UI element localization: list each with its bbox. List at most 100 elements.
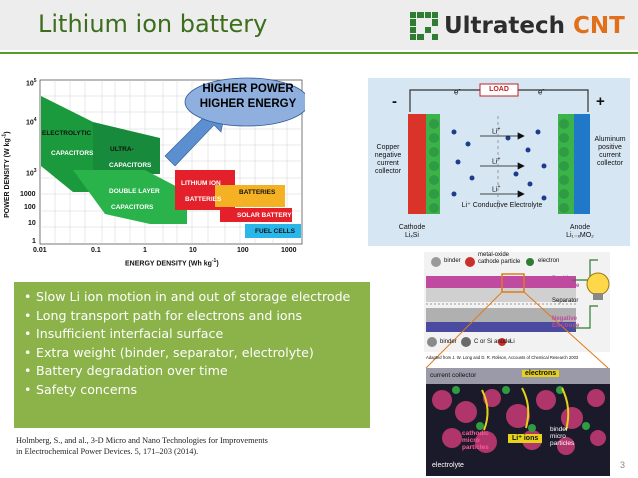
aluminum-collector: [574, 114, 590, 214]
negative-label-2: Electrode: [552, 323, 580, 329]
x-tick-1000: 1000: [281, 247, 297, 254]
binder-micro-label-1: binder: [550, 426, 569, 433]
ultra-capacitor-region: [93, 122, 160, 174]
electrolyte-micro-label: electrolyte: [432, 462, 464, 469]
logo-cnt: CNT: [573, 13, 625, 39]
list-item: Extra weight (binder, separator, electro…: [24, 344, 362, 363]
slide-title: Lithium ion battery: [38, 10, 268, 38]
list-item: Insufficient interfacial surface: [24, 325, 362, 344]
double-layer-region: [73, 170, 187, 224]
li-ion-1-sup: +: [497, 126, 501, 132]
plus-terminal: +: [596, 93, 605, 110]
minus-terminal: -: [392, 93, 397, 110]
y-tick-1e5-base: 10: [26, 80, 34, 88]
electron-right-sup: -: [542, 87, 545, 93]
anode-label-2: Li₁₋ₓMO₂: [566, 232, 594, 239]
x-tick-100: 100: [237, 247, 249, 254]
ultra-label-1: ULTRA-: [110, 146, 134, 153]
metal-oxide-legend-1: metal-oxide: [478, 252, 510, 258]
electrolytic-label-1: ELECTROLYTIC: [42, 130, 92, 137]
header-divider: [0, 52, 638, 54]
li-ion-2-text: Li: [492, 158, 498, 166]
anode-label: Anode Li₁₋ₓMO₂: [554, 224, 606, 240]
copper-collector: [408, 114, 426, 214]
ultra-label-2: CAPACITORS: [109, 162, 152, 169]
y-tick-1e3: 103: [26, 168, 37, 177]
batteries-region: [215, 185, 285, 207]
y-tick-1e3-exp: 3: [33, 168, 37, 174]
ultratech-logo: Ultratech CNT: [410, 9, 625, 43]
li-ion-3-sup: +: [497, 184, 501, 190]
li-ion-cell-diagram: e- e- LOAD - + Copper negative current c…: [368, 78, 630, 246]
li-ion-1-text: Li: [492, 128, 498, 136]
lightbulb-icon: [586, 272, 610, 296]
lithium-ion-label-2: BATTERIES: [185, 196, 222, 203]
load-label: LOAD: [489, 86, 509, 93]
electrolytic-label-2: CAPACITORS: [51, 150, 94, 157]
y-tick-10: 10: [28, 220, 36, 227]
y-tick-1e4-base: 10: [26, 119, 34, 127]
binder-particles-label: binder micro particles: [550, 426, 574, 447]
adapted-credit: Adapted from J. W. Long and D. R. Roliso…: [426, 355, 579, 360]
aluminum-label: Aluminum positive current collector: [590, 136, 630, 168]
copper-label-1: Copper: [376, 144, 400, 151]
electron-right-text: e: [538, 87, 543, 97]
electrode-structure-diagram: binder metal-oxide cathode particle elec…: [422, 250, 612, 476]
citation-line-2: in Electrochemical Power Devices. 5, 171…: [16, 446, 199, 456]
current-collector-label: current collector: [430, 372, 477, 379]
aluminum-label-4: collector: [596, 160, 624, 167]
x-tick-10: 10: [189, 247, 197, 254]
list-item: Long transport path for electrons and io…: [24, 307, 362, 326]
y-tick-1: 1: [32, 238, 36, 245]
solar-battery-region: [220, 208, 292, 222]
aluminum-label-1: Aluminum: [594, 136, 626, 143]
y-tick-1e5-exp: 5: [33, 78, 37, 84]
aluminum-label-2: positive: [598, 144, 622, 151]
double-layer-label-1: DOUBLE LAYER: [109, 188, 160, 195]
batteries-label: BATTERIES: [239, 189, 276, 196]
copper-label-3: current: [377, 160, 399, 167]
citation-line-1: Holmberg, S., and al., 3-D Micro and Nan…: [16, 436, 268, 445]
arrow-label-bubble: [184, 77, 305, 127]
negative-label-1: Negative: [552, 316, 578, 322]
electrons-label: electrons: [522, 370, 560, 377]
citation: Holmberg, S., and al., 3-D Micro and Nan…: [16, 436, 366, 457]
electron-legend: electron: [538, 258, 560, 264]
positive-electrode-label: Positive Electrode: [552, 276, 579, 290]
arrow-label-line2: HIGHER ENERGY: [199, 98, 297, 110]
copper-label-2: negative: [374, 152, 402, 159]
separator-label: Separator: [552, 298, 579, 304]
binder-micro-label-2: micro: [550, 433, 566, 440]
electrolytic-region: [41, 96, 93, 192]
y-tick-1e5: 105: [26, 78, 37, 87]
arrow-label-line1: HIGHER POWER: [202, 83, 294, 95]
list-item: Safety concerns: [24, 381, 362, 400]
cathodic-label-3: particles: [462, 444, 489, 451]
li-ions-label: Li⁺ ions: [508, 434, 543, 443]
metal-oxide-legend: metal-oxide cathode particle: [478, 252, 520, 266]
y-tick-100: 100: [24, 204, 36, 211]
binder-micro-label-3: particles: [550, 440, 575, 447]
electron-label-right: e-: [538, 86, 544, 97]
li-legend: Li: [510, 339, 515, 345]
electron-label-left: e-: [454, 86, 460, 97]
arrow-label: HIGHER POWER HIGHER ENERGY: [193, 82, 303, 112]
cathode-label: Cathode LiₓSi: [388, 224, 436, 240]
list-item: Slow Li ion motion in and out of storage…: [24, 288, 362, 307]
y-axis-label: POWER DENSITY (W kg-1): [1, 131, 11, 218]
li-ion-2-sup: +: [497, 156, 501, 162]
x-tick-1: 1: [143, 247, 147, 254]
li-ion-label-1: Li+: [492, 125, 500, 136]
y-tick-1000: 1000: [20, 191, 36, 198]
slide-header: Lithium ion battery Ultratech CNT: [0, 0, 638, 50]
x-tick-0-1: 0.1: [91, 247, 101, 254]
y-tick-1e3-base: 10: [26, 170, 34, 178]
electron-left-sup: -: [458, 87, 461, 93]
double-layer-label-2: CAPACITORS: [111, 204, 154, 211]
negative-electrode-label: Negative Electrode: [552, 316, 579, 330]
cathode-label-2: LiₓSi: [405, 232, 419, 239]
x-axis-label: ENERGY DENSITY (Wh kg-1): [125, 258, 219, 268]
positive-label-1: Positive: [552, 276, 576, 282]
metal-oxide-legend-2: cathode particle: [478, 259, 521, 265]
x-tick-0-01: 0.01: [33, 247, 47, 254]
